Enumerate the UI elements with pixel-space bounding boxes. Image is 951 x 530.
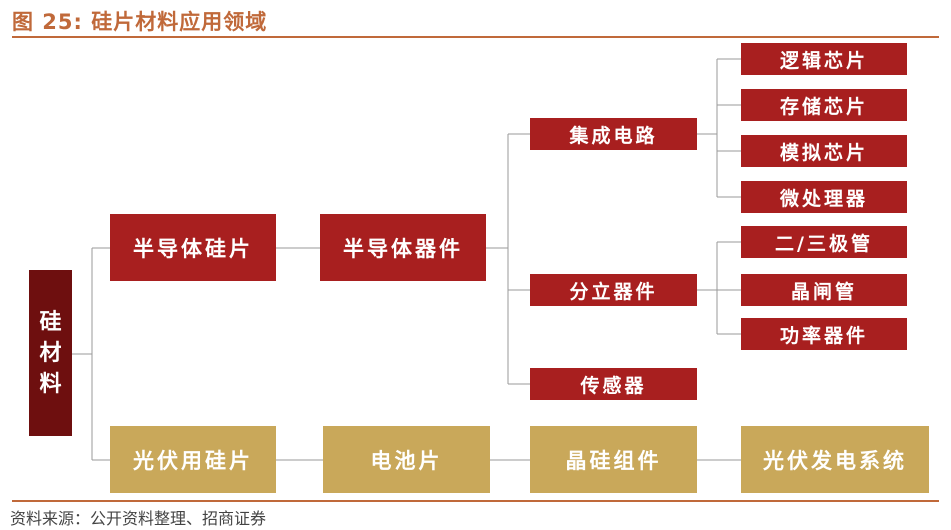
solar-cell-node: 电池片	[323, 426, 490, 493]
analog-chip-node: 模拟芯片	[741, 135, 907, 167]
power-device-node: 功率器件	[741, 318, 907, 350]
pv-system-node: 光伏发电系统	[741, 426, 929, 493]
thyristor-node: 晶闸管	[741, 274, 907, 306]
pv-wafer-node: 光伏用硅片	[110, 426, 276, 493]
semiconductor-wafer-node: 半导体硅片	[110, 214, 276, 281]
logic-chip-node: 逻辑芯片	[741, 43, 907, 75]
integrated-circuit-node: 集成电路	[530, 118, 697, 150]
figure-title: 图 25: 硅片材料应用领域	[12, 10, 268, 34]
root-node-char: 料	[39, 371, 62, 397]
root-node-char: 材	[39, 340, 62, 366]
root-node-label: 硅材料	[29, 307, 72, 400]
root-node-char: 硅	[39, 309, 62, 335]
root-node: 硅材料	[29, 270, 72, 436]
microprocessor-node: 微处理器	[741, 181, 907, 213]
sensor-node: 传感器	[530, 368, 697, 400]
source-note: 资料来源：公开资料整理、招商证券	[10, 509, 267, 528]
memory-chip-node: 存储芯片	[741, 89, 907, 121]
semiconductor-device-node: 半导体器件	[320, 214, 486, 281]
bottom-divider	[12, 500, 939, 502]
discrete-device-node: 分立器件	[530, 274, 697, 306]
top-divider	[12, 36, 939, 38]
crystalline-module-node: 晶硅组件	[530, 426, 697, 493]
diode-transistor-node: 二/三极管	[741, 226, 907, 258]
